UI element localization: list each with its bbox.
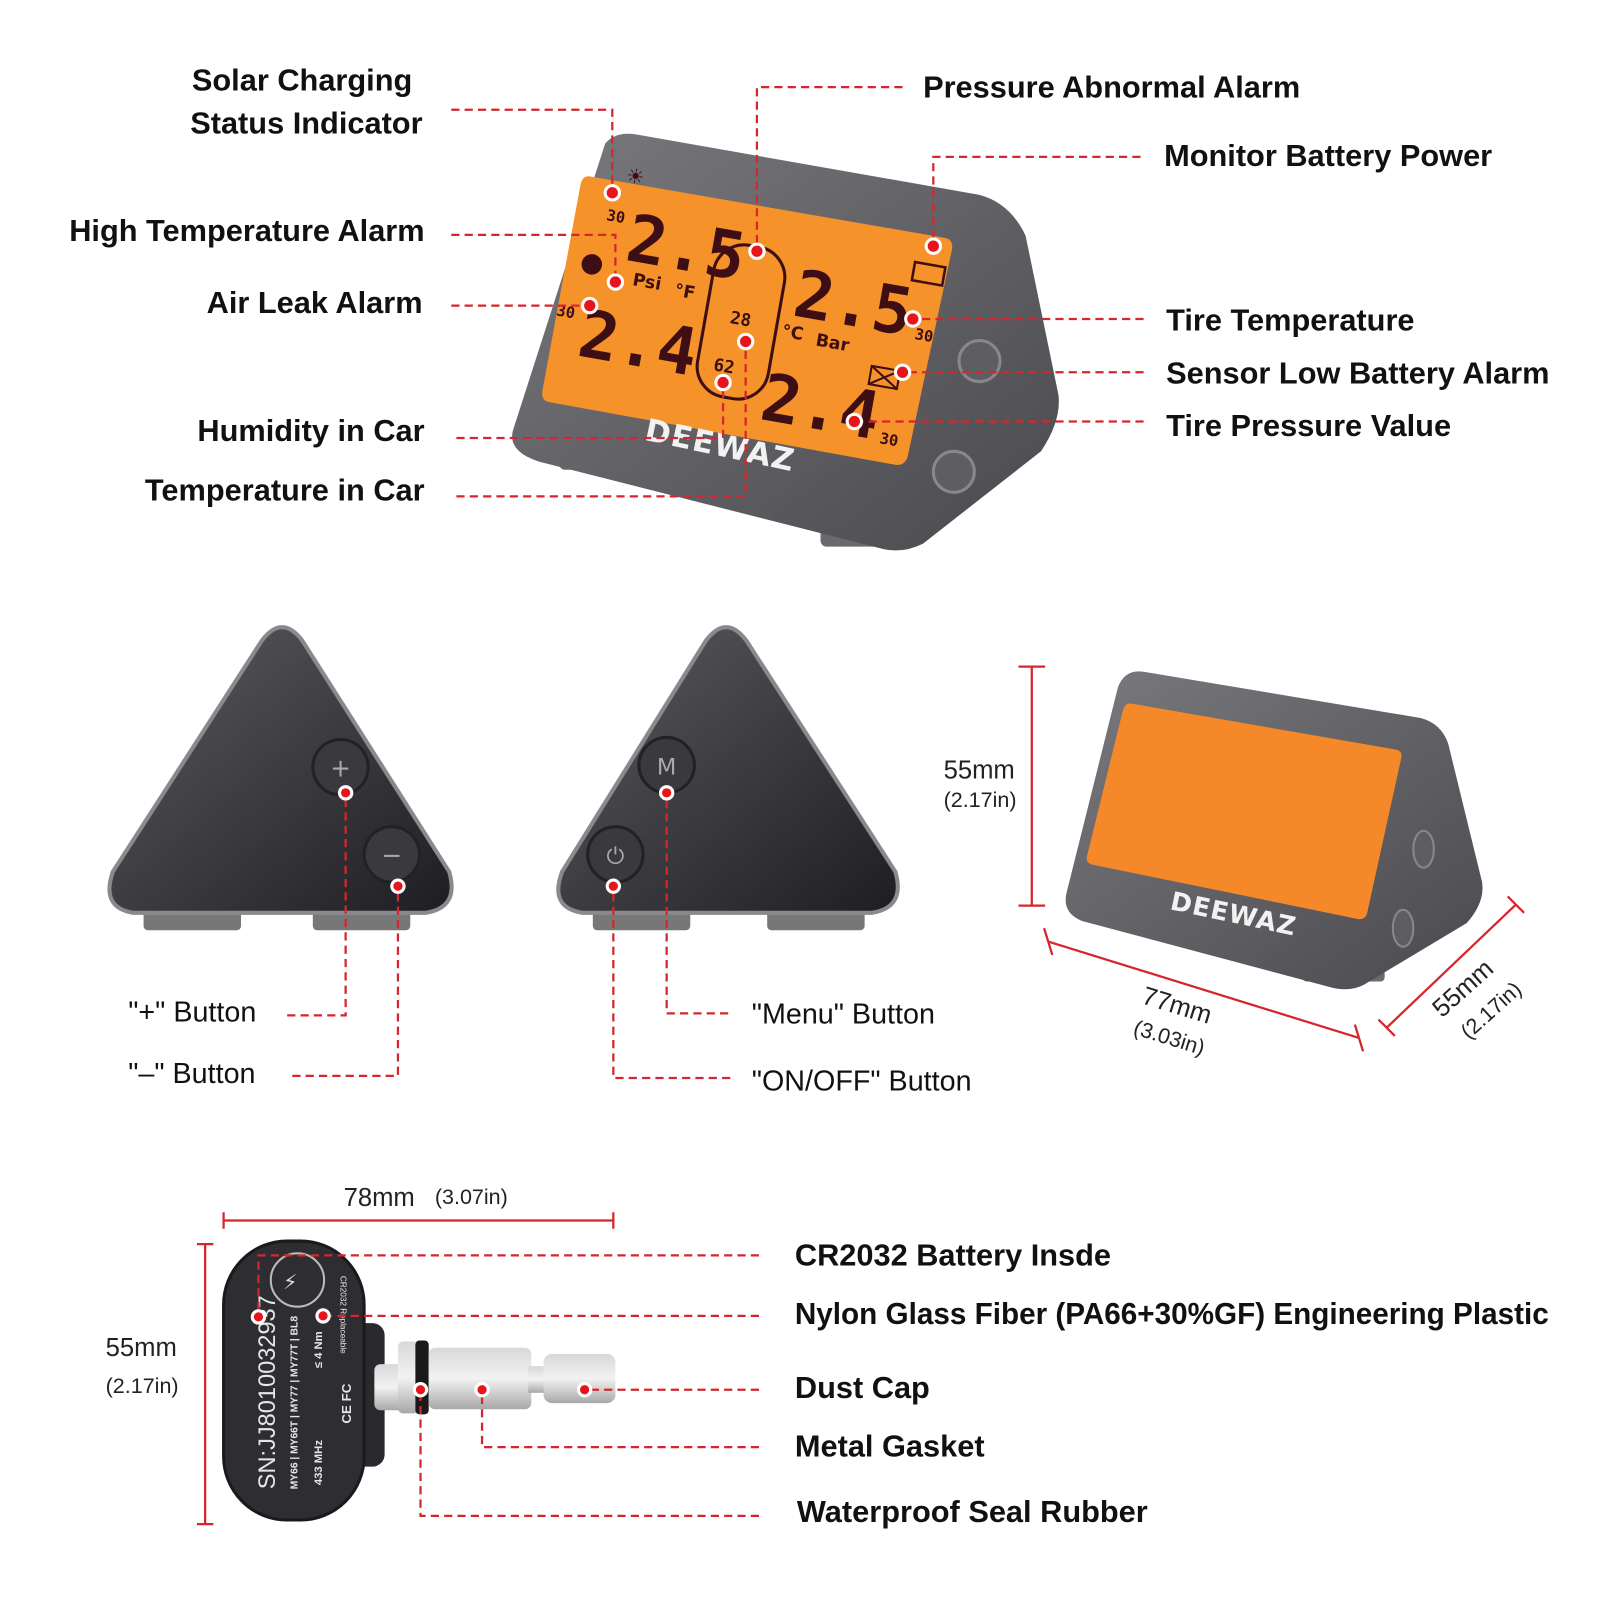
lcd-screen-blank [1086, 703, 1402, 920]
menu-icon: M [657, 754, 676, 780]
leader-lines-buttons [287, 785, 731, 1080]
label-onoff-button: "ON/OFF" Button [752, 1065, 972, 1097]
temp-rear-right: 30 [878, 429, 899, 450]
dust-cap [543, 1353, 616, 1404]
label-cr2032-battery: CR2032 Battery Insde [795, 1238, 1111, 1273]
power-icon: ⏻ [606, 844, 624, 870]
battery-badge-icon [269, 1252, 326, 1308]
lightning-icon: ⚡ [283, 1270, 297, 1294]
valve-stem [428, 1347, 532, 1410]
label-metal-gasket: Metal Gasket [795, 1428, 985, 1463]
sensor-models: MY66 | MY66T | MY77 | MY77T | BL8 [289, 1316, 300, 1490]
label-nylon-plastic: Nylon Glass Fiber (PA66+30%GF) Engineeri… [795, 1296, 1549, 1331]
sensor-torque: ≤ 4 Nm [313, 1331, 325, 1368]
temp-front-right: 30 [913, 325, 934, 346]
dim-monitor-height-in: (2.17in) [944, 788, 1017, 812]
label-sensor-low-battery-alarm: Sensor Low Battery Alarm [1166, 356, 1549, 391]
leader-lines-top [451, 86, 1144, 498]
metal-gasket [397, 1341, 419, 1414]
unit-psi: Psi [631, 270, 663, 295]
dimension-lines-monitor [1018, 665, 1525, 1052]
dim-sensor-height-in: (2.17in) [106, 1374, 179, 1398]
minus-icon: − [381, 841, 402, 870]
label-waterproof-seal: Waterproof Seal Rubber [797, 1494, 1148, 1529]
label-high-temperature-alarm: High Temperature Alarm [69, 213, 424, 248]
monitor-main: 2.5 2.5 2.4 2.4 Psi °F °C Bar 30 30 30 3… [512, 133, 1059, 551]
unit-fahrenheit: °F [673, 281, 697, 304]
label-tire-temperature: Tire Temperature [1166, 302, 1414, 337]
label-minus-button: "–" Button [128, 1058, 255, 1090]
label-solar-charging: Solar Charging [192, 62, 412, 97]
label-dust-cap: Dust Cap [795, 1370, 930, 1405]
car-humidity: 62 [712, 355, 736, 378]
label-air-leak-alarm: Air Leak Alarm [207, 285, 423, 320]
label-temperature-in-car: Temperature in Car [145, 473, 425, 508]
side-button[interactable] [957, 338, 1002, 384]
monitor-dimension-view: DEEWAZ [1065, 671, 1483, 990]
valve-neck [374, 1364, 406, 1411]
temp-rear-left: 30 [555, 302, 576, 323]
seal-rubber [415, 1340, 429, 1415]
label-plus-button: "+" Button [128, 997, 256, 1029]
dim-monitor-height: 55mm [944, 756, 1015, 784]
car-temperature: 28 [728, 308, 752, 331]
plus-icon: + [330, 753, 351, 782]
dim-sensor-length-in: (3.07in) [435, 1185, 508, 1209]
sensor-frequency: 433 MHz [313, 1440, 325, 1485]
air-leak-icon [581, 254, 603, 275]
temp-front-left: 30 [605, 206, 626, 227]
side-view-left: + − [107, 625, 454, 931]
sun-icon: ☀ [624, 163, 646, 190]
leader-lines-sensor [250, 1254, 759, 1518]
label-status-indicator: Status Indicator [190, 105, 422, 140]
label-pressure-abnormal-alarm: Pressure Abnormal Alarm [923, 69, 1300, 104]
side-button[interactable] [931, 449, 976, 494]
label-menu-button: "Menu" Button [752, 999, 935, 1031]
label-humidity: Humidity in Car [197, 413, 424, 448]
label-tire-pressure-value: Tire Pressure Value [1166, 408, 1451, 443]
sensor-cert: CE FC [339, 1383, 354, 1423]
battery-icon [910, 260, 947, 288]
sensor-serial: SN:JJ8010032937 [254, 1295, 280, 1489]
dim-sensor-length: 78mm [344, 1184, 415, 1212]
lcd-screen [542, 176, 953, 465]
dimension-lines-sensor [196, 1212, 615, 1526]
label-monitor-battery-power: Monitor Battery Power [1164, 138, 1492, 173]
unit-celsius: °C [780, 322, 805, 345]
dim-sensor-height: 55mm [106, 1334, 177, 1362]
